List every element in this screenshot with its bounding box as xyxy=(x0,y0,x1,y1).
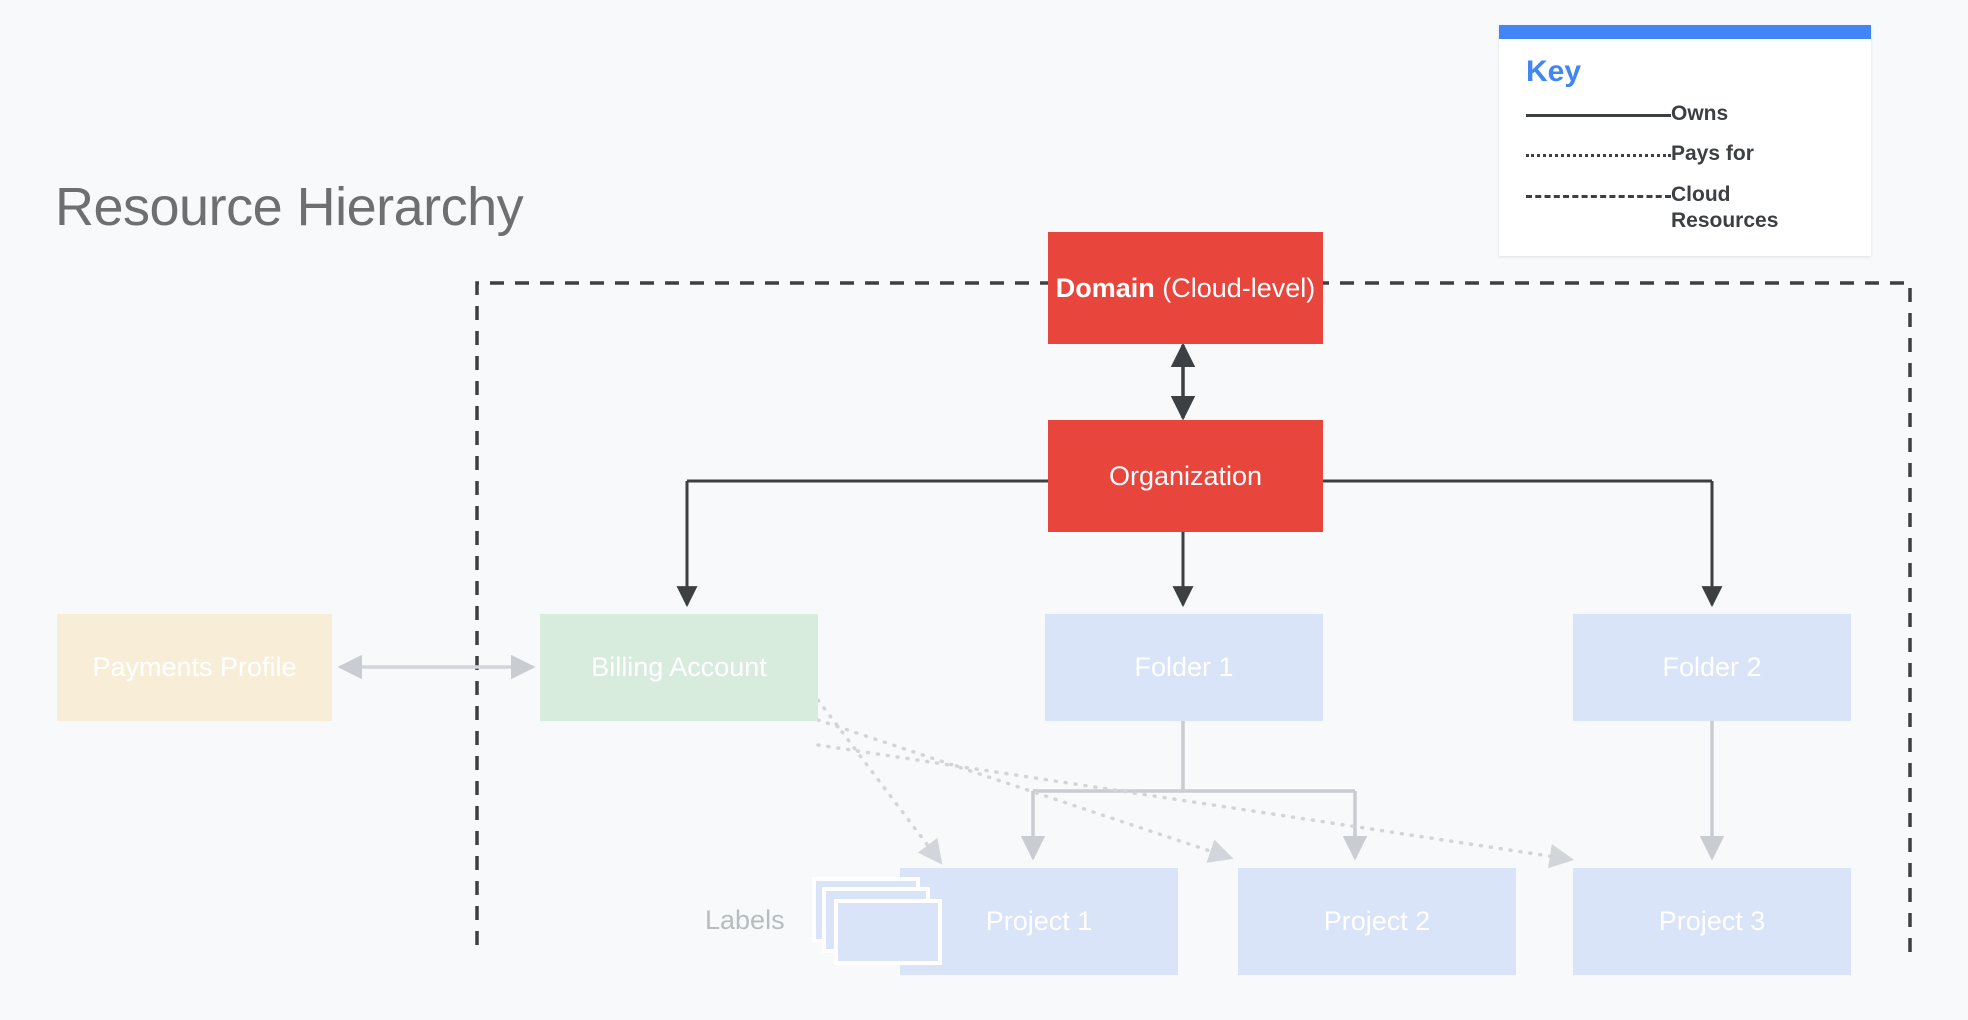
node-folder-1[interactable]: Folder 1 xyxy=(1045,614,1323,721)
legend-dashed-line-icon xyxy=(1526,186,1671,208)
node-project-3[interactable]: Project 3 xyxy=(1573,868,1851,975)
node-project-2[interactable]: Project 2 xyxy=(1238,868,1516,975)
node-folder-2[interactable]: Folder 2 xyxy=(1573,614,1851,721)
node-organization-label: Organization xyxy=(1108,460,1263,491)
node-domain-label-rest: (Cloud-level) xyxy=(1154,272,1316,303)
edge-billing-project2 xyxy=(816,718,1234,863)
edge-folder1-bus xyxy=(1033,720,1355,793)
legend-panel: Key Owns Pays for Cloud Resources xyxy=(1499,25,1871,256)
legend-title: Key xyxy=(1526,55,1582,88)
legend-label-pays-for: Pays for xyxy=(1671,142,1754,166)
node-project-1[interactable]: Project 1 xyxy=(900,868,1178,975)
node-folder-2-label: Folder 2 xyxy=(1662,652,1762,683)
node-folder-1-label: Folder 1 xyxy=(1134,652,1234,683)
legend-label-owns: Owns xyxy=(1671,102,1729,125)
legend-row-cloud-resources: Cloud Resources xyxy=(1526,182,1849,235)
node-domain[interactable]: Domain (Cloud-level) xyxy=(1048,232,1323,344)
node-project-1-label: Project 1 xyxy=(985,906,1093,937)
labels-stack-icon xyxy=(812,877,944,967)
legend-dotted-line-icon xyxy=(1526,145,1671,167)
node-billing-account-label: Billing Account xyxy=(591,652,767,683)
node-domain-label-bold: Domain xyxy=(1055,272,1155,303)
node-domain-label: Domain (Cloud-level) xyxy=(1056,272,1316,304)
node-billing-account[interactable]: Billing Account xyxy=(540,614,818,721)
legend-label-cloud-resources: Cloud Resources xyxy=(1671,182,1779,232)
labels-label: Labels xyxy=(705,905,785,935)
legend-row-pays-for: Pays for xyxy=(1526,141,1849,167)
legend-accent-bar xyxy=(1499,25,1871,39)
legend-solid-line-icon xyxy=(1526,105,1671,127)
node-project-2-label: Project 2 xyxy=(1323,906,1431,937)
page-title: Resource Hierarchy xyxy=(55,177,524,237)
legend-row-owns: Owns xyxy=(1526,101,1849,127)
node-project-3-label: Project 3 xyxy=(1658,906,1766,937)
edge-billing-project1 xyxy=(816,698,943,865)
edge-billing-project3 xyxy=(816,743,1575,869)
node-payments-profile-label: Payments Profile xyxy=(92,652,297,683)
legend-body: Key Owns Pays for Cloud Resources xyxy=(1499,39,1871,256)
node-payments-profile[interactable]: Payments Profile xyxy=(57,614,332,721)
labels-card-front xyxy=(834,899,942,965)
node-organization[interactable]: Organization xyxy=(1048,420,1323,532)
